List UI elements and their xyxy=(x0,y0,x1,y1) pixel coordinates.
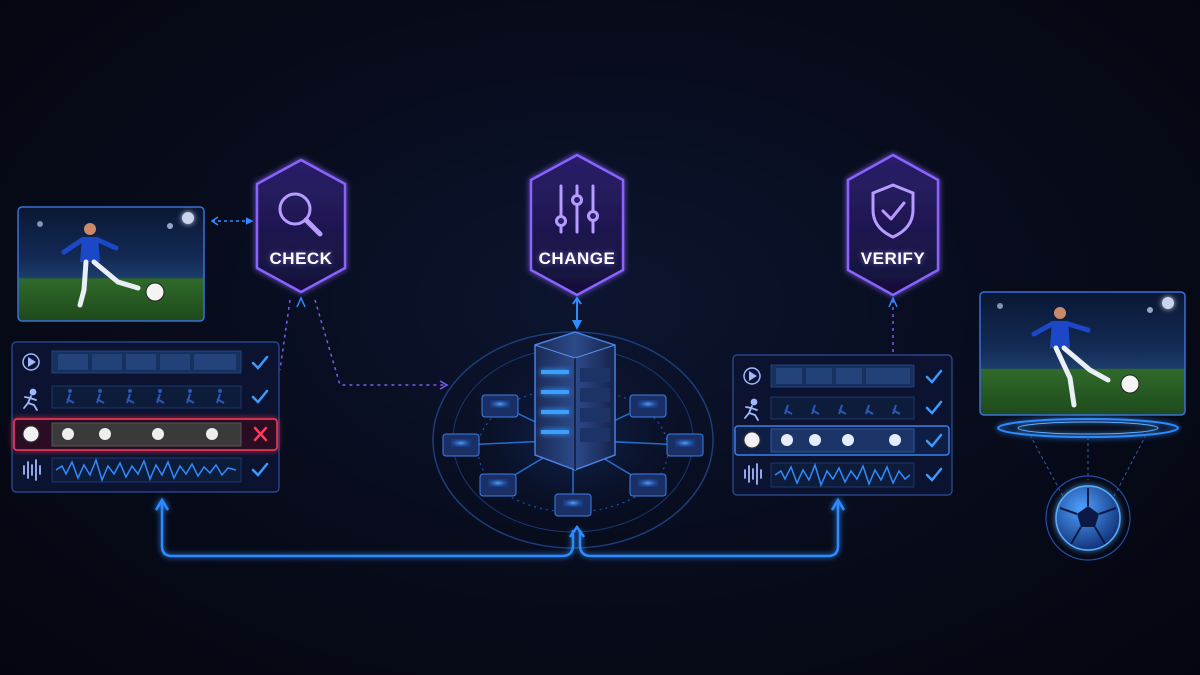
right-analysis-panel xyxy=(732,354,953,496)
player-figure xyxy=(1031,307,1111,408)
shield-check-icon xyxy=(871,183,915,239)
feedback-loop-right xyxy=(578,497,846,558)
step-label-check: CHECK xyxy=(269,249,333,268)
right-row-video[interactable] xyxy=(743,364,943,388)
step-label-verify: VERIFY xyxy=(860,249,926,268)
soccer-ball-icon xyxy=(145,282,165,302)
check-icon xyxy=(925,433,943,448)
check-icon xyxy=(925,467,943,482)
right-row-ball[interactable] xyxy=(734,425,950,456)
hologram-base xyxy=(997,418,1179,438)
server-tower-icon[interactable] xyxy=(534,331,616,471)
left-row-ball-error[interactable] xyxy=(13,418,278,451)
left-row-pose[interactable] xyxy=(23,385,269,411)
network-node xyxy=(442,433,480,457)
right-row-audio[interactable] xyxy=(744,462,943,488)
feedback-loop-left xyxy=(154,497,575,558)
network-node xyxy=(479,473,517,497)
step-check[interactable] xyxy=(255,158,347,294)
player-figure xyxy=(61,223,141,308)
magnifier-icon xyxy=(278,192,323,237)
network-node xyxy=(481,394,519,418)
check-icon xyxy=(251,355,269,370)
hologram-ball-icon xyxy=(1045,475,1131,561)
step-label-change: CHANGE xyxy=(538,249,616,268)
runner-icon xyxy=(744,398,759,421)
right-row-pose[interactable] xyxy=(744,396,943,421)
sliders-icon xyxy=(555,184,599,234)
left-analysis-panel xyxy=(11,341,280,493)
stadium-lights-icon xyxy=(37,212,194,229)
network-node xyxy=(629,473,667,497)
step-verify[interactable] xyxy=(846,153,940,297)
source-video-thumbnail[interactable] xyxy=(17,206,205,322)
left-row-video[interactable] xyxy=(22,350,269,374)
stadium-lights-icon xyxy=(997,297,1174,313)
check-icon xyxy=(925,400,943,415)
soccer-ball-icon xyxy=(22,425,40,443)
waveform-icon xyxy=(23,459,41,481)
network-node xyxy=(666,433,704,457)
check-icon xyxy=(925,369,943,384)
play-icon xyxy=(743,367,761,385)
runner-icon xyxy=(23,388,38,411)
left-row-audio[interactable] xyxy=(23,457,269,483)
waveform-icon xyxy=(744,463,762,485)
change-server-link xyxy=(572,296,582,330)
hologram-beams xyxy=(1029,434,1147,501)
output-video-thumbnail[interactable] xyxy=(979,291,1186,416)
network-node xyxy=(629,394,667,418)
check-icon xyxy=(251,462,269,477)
error-x-icon xyxy=(253,426,268,442)
play-icon xyxy=(22,353,40,371)
soccer-ball-icon xyxy=(1120,374,1140,394)
check-dotted-links xyxy=(279,299,445,386)
network-node xyxy=(554,493,592,517)
thumbnail-check-link xyxy=(210,216,254,226)
soccer-ball-icon xyxy=(743,431,761,449)
check-icon xyxy=(251,389,269,404)
